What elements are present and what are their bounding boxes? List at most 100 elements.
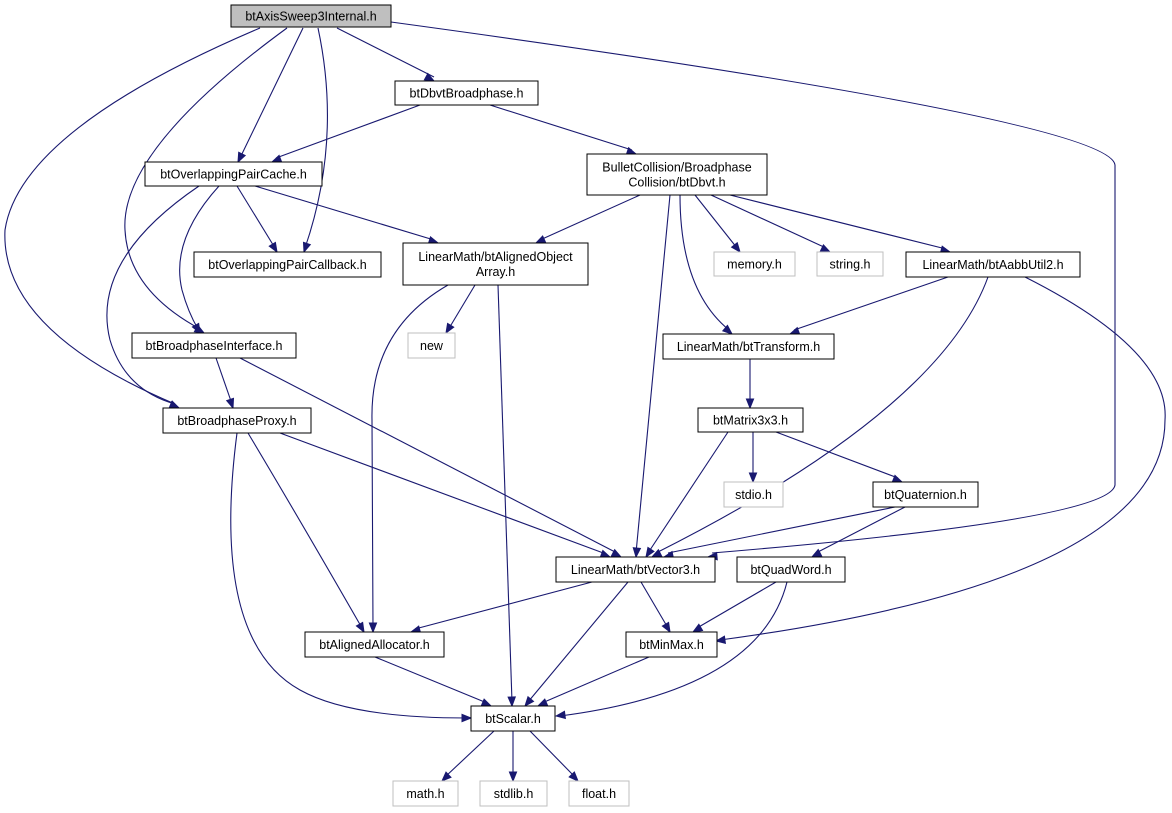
edge-scalar-to-math — [441, 730, 495, 782]
node-float: float.h — [568, 780, 630, 807]
edge-line — [414, 581, 593, 630]
node-box — [872, 481, 979, 508]
edge-bpp-to-scalar — [230, 432, 473, 723]
node-stdlib: stdlib.h — [479, 780, 548, 807]
edge-line — [275, 104, 421, 159]
edge-line — [529, 730, 576, 778]
edge-line — [775, 431, 899, 479]
edge-aoa-to-scalar — [497, 284, 517, 708]
arrowhead — [445, 322, 455, 335]
edge-line — [179, 185, 220, 330]
node-vec3[interactable]: LinearMath/btVector3.h — [555, 556, 716, 583]
edge-line — [696, 581, 777, 629]
edge-vec3-to-alloc — [409, 581, 593, 634]
edge-line — [236, 185, 276, 249]
edge-aoa-to-alloc — [368, 284, 449, 634]
node-label: btBroadphaseInterface.h — [146, 339, 283, 353]
edge-line — [444, 730, 495, 778]
edge-dbvt-to-vec3 — [632, 194, 671, 559]
edge-line — [694, 194, 738, 249]
node-bpi[interactable]: btBroadphaseInterface.h — [131, 332, 297, 359]
node-axis[interactable]: btAxisSweep3Internal.h — [230, 4, 392, 28]
edge-matrix-to-stdio — [748, 432, 758, 484]
edge-quat-to-quadword — [810, 506, 906, 558]
node-box — [394, 80, 539, 106]
arrowhead — [536, 698, 549, 707]
node-alloc[interactable]: btAlignedAllocator.h — [304, 631, 445, 658]
node-opc[interactable]: btOverlappingPairCache.h — [144, 161, 323, 187]
node-label: new — [420, 339, 444, 353]
edge-line — [635, 194, 671, 554]
node-label: stdio.h — [735, 488, 772, 502]
arrowhead — [534, 235, 547, 244]
edge-dbvt-to-transform — [679, 194, 734, 335]
edge-line — [239, 27, 304, 159]
arrowhead — [730, 241, 741, 254]
node-label: btAlignedAllocator.h — [319, 638, 430, 652]
arrowhead — [745, 398, 755, 410]
node-minmax[interactable]: btMinMax.h — [625, 631, 718, 658]
node-transform[interactable]: LinearMath/btTransform.h — [662, 333, 835, 360]
edge-line — [279, 432, 607, 555]
edge-line — [254, 185, 435, 241]
node-box — [392, 780, 459, 807]
edge-line — [679, 194, 730, 331]
node-box — [479, 780, 548, 807]
edge-line — [230, 432, 468, 719]
arrowhead — [461, 713, 473, 723]
node-dbvt[interactable]: BulletCollision/BroadphaseCollision/btDb… — [586, 153, 768, 196]
arrowhead — [810, 548, 823, 558]
node-bpp[interactable]: btBroadphaseProxy.h — [162, 407, 312, 434]
node-memory: memory.h — [713, 251, 796, 277]
node-box — [697, 407, 804, 433]
edge-aabb-to-transform — [788, 276, 949, 335]
edge-line — [304, 27, 328, 249]
arrowhead — [302, 241, 312, 254]
edge-vec3-to-scalar — [524, 581, 629, 708]
arrowhead — [191, 322, 201, 335]
arrowhead — [748, 472, 758, 484]
node-math: math.h — [392, 780, 459, 807]
node-box — [230, 4, 392, 28]
edge-line — [793, 276, 949, 331]
node-dbvtbp[interactable]: btDbvtBroadphase.h — [394, 80, 539, 106]
edge-line — [390, 21, 1116, 554]
node-label: LinearMath/btAabbUtil2.h — [922, 258, 1063, 272]
node-label: btQuaternion.h — [884, 488, 967, 502]
node-label: btDbvtBroadphase.h — [410, 87, 524, 101]
node-opcb[interactable]: btOverlappingPairCallback.h — [193, 251, 382, 278]
node-label: float.h — [582, 787, 616, 801]
edge-dbvtbp-to-opc — [270, 104, 421, 163]
node-quat[interactable]: btQuaternion.h — [872, 481, 979, 508]
node-box — [586, 153, 768, 196]
edge-dbvt-to-memory — [694, 194, 741, 254]
node-box — [144, 161, 323, 187]
node-label: btMatrix3x3.h — [713, 414, 788, 428]
edge-dbvt-to-aoa — [534, 194, 641, 244]
edge-line — [815, 506, 906, 554]
node-label: Array.h — [476, 265, 515, 279]
edge-quadword-to-minmax — [691, 581, 777, 633]
edge-quat-to-vec3 — [662, 506, 896, 560]
edge-line — [374, 656, 488, 704]
node-box — [162, 407, 312, 434]
arrowhead — [441, 771, 452, 782]
node-label: btMinMax.h — [639, 638, 704, 652]
edge-line — [215, 357, 233, 405]
arrowhead — [237, 151, 247, 164]
arrowhead — [508, 771, 518, 783]
edge-bpp-to-alloc — [247, 432, 365, 634]
edge-line — [710, 194, 827, 249]
edge-aabb-to-minmax — [714, 276, 1166, 645]
node-label: string.h — [830, 258, 871, 272]
edge-transform-to-matrix — [745, 359, 755, 410]
edge-line — [719, 276, 1166, 641]
node-box — [625, 631, 718, 658]
node-quadword[interactable]: btQuadWord.h — [736, 556, 846, 583]
edge-line — [239, 357, 618, 554]
node-aabb[interactable]: LinearMath/btAabbUtil2.h — [905, 251, 1081, 278]
arrowhead — [714, 635, 726, 645]
node-matrix[interactable]: btMatrix3x3.h — [697, 407, 804, 433]
node-scalar[interactable]: btScalar.h — [470, 705, 556, 732]
